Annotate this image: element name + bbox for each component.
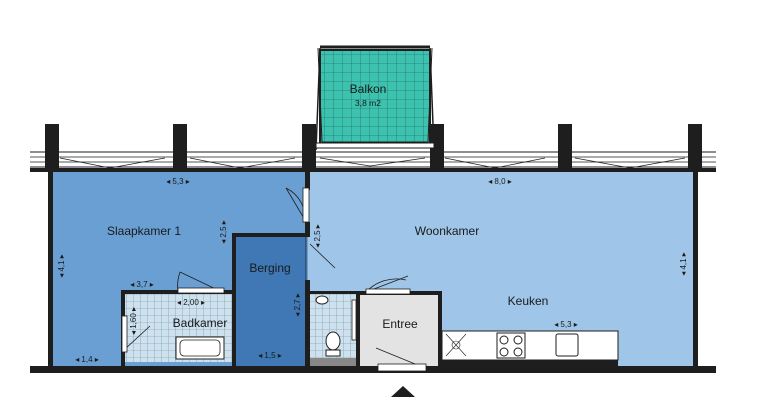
sink-icon — [555, 333, 579, 357]
dimension-labels: ◂ 5,3 ▸ ◂ 8,0 ▸ ◂ 4,1 ▸ ◂ 4,1 ▸ ◂ 2,5 ▸ … — [57, 177, 688, 364]
extraction-icon — [445, 333, 467, 357]
badkamer-top-wall — [121, 290, 234, 294]
berging-left-wall — [232, 233, 236, 368]
column — [45, 124, 59, 172]
dim-keuken-width: ◂ 5,3 ▸ — [554, 320, 578, 329]
column — [688, 124, 702, 172]
kitchen-base — [442, 358, 618, 366]
woonkamer-label: Woonkamer — [415, 224, 479, 238]
balkon-label: Balkon — [350, 82, 387, 96]
berging-top-wall — [232, 233, 310, 237]
balkon — [315, 45, 435, 151]
slaapkamer-label: Slaapkamer 1 — [107, 224, 181, 238]
dim-slaapkamer-height: ◂ 4,1 ▸ — [57, 254, 66, 278]
dim-woonkamer-depth: ◂ 2,5 ▸ — [313, 224, 322, 248]
entree-left-wall — [356, 291, 360, 366]
slaap-woon-wall-mid — [305, 222, 310, 236]
dim-woonkamer-height: ◂ 4,1 ▸ — [679, 252, 688, 276]
entree-fill — [360, 294, 440, 366]
dim-slaapkamer-alcove: ◂ 1,4 ▸ — [75, 355, 99, 364]
dim-woonkamer-width: ◂ 8,0 ▸ — [488, 177, 512, 186]
balkon-area-label: 3,8 m2 — [355, 98, 381, 108]
dim-berging-height: ◂ 2,7 ▸ — [293, 293, 302, 317]
toilet-floor-strip — [310, 358, 358, 366]
column — [173, 124, 187, 172]
column — [558, 124, 572, 172]
dim-slaapkamer-width: ◂ 5,3 ▸ — [166, 177, 190, 186]
entree-right-wall — [438, 291, 442, 366]
hob-icon — [496, 332, 526, 359]
dim-slaapkamer-depth: ◂ 2,5 ▸ — [219, 220, 228, 244]
facade — [30, 124, 716, 172]
slaap-woon-wall-top — [305, 172, 310, 190]
dim-berging-width: ◂ 1,5 ▸ — [258, 351, 282, 360]
toilet-icon — [315, 295, 357, 357]
badkamer-label: Badkamer — [173, 316, 228, 330]
room-labels: Balkon 3,8 m2 Slaapkamer 1 Woonkamer Ber… — [107, 82, 548, 331]
dim-badkamer-width: ◂ 3,7 ▸ — [130, 280, 154, 289]
berging-label: Berging — [249, 261, 290, 275]
entrance-arrow-icon — [391, 386, 415, 397]
left-wall — [48, 172, 53, 368]
berging-fill — [234, 236, 306, 368]
room-fills — [52, 172, 696, 368]
berging-right-wall — [305, 280, 310, 368]
dim-badkamer-height: ◂ 1,60 ▸ — [129, 307, 138, 335]
door-swing-icon — [121, 187, 427, 372]
dim-badkamer-width-inner: ◂ 2,00 ▸ — [177, 298, 205, 307]
bathtub-icon — [175, 336, 225, 360]
right-wall — [693, 172, 698, 368]
bottom-wall — [30, 366, 716, 373]
keuken-label: Keuken — [508, 294, 549, 308]
kitchen-counter — [441, 330, 619, 361]
toilet-top-wall — [310, 291, 358, 294]
column — [302, 124, 316, 172]
entree-label: Entree — [382, 317, 418, 331]
